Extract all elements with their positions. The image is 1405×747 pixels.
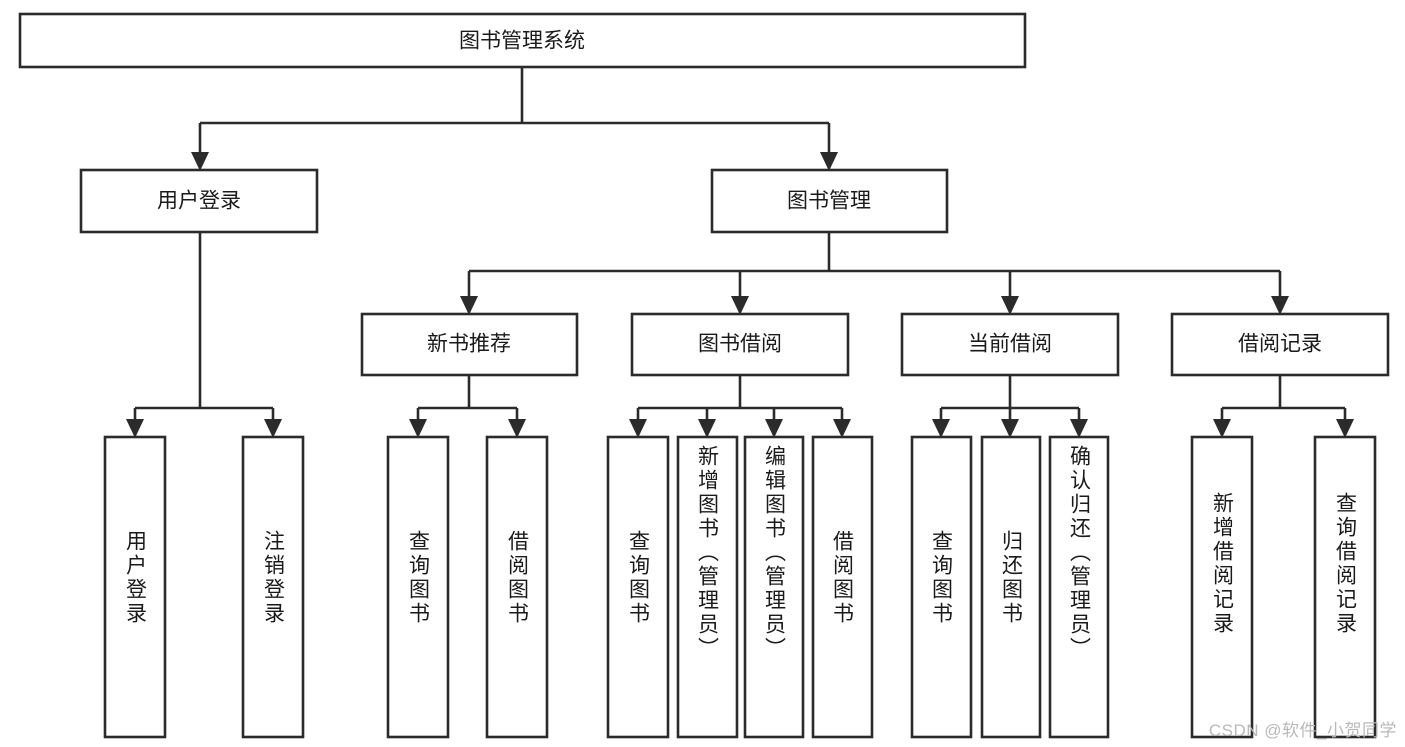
arrow-icon <box>932 419 950 438</box>
node-leaf-logout-label: 注销登录 <box>262 530 286 626</box>
node-borrow-record[interactable]: 借阅记录 <box>1170 312 1390 377</box>
node-book-borrow-label: 图书借阅 <box>698 333 782 356</box>
arrow-icon <box>409 419 427 438</box>
node-book-manage[interactable]: 图书管理 <box>710 168 949 234</box>
arrow-icon <box>1001 419 1019 438</box>
node-book-borrow-box[interactable] <box>630 312 850 377</box>
node-leaf-add-borrow-record-label: 新增借阅记录 <box>1211 492 1235 636</box>
arrow-icon <box>264 419 282 438</box>
node-leaf-add-borrow-record-box[interactable] <box>1190 435 1254 739</box>
node-leaf-return-book-label: 归还图书 <box>1000 530 1024 626</box>
csdn-watermark: CSDN @软件_小贺同学 <box>1208 721 1397 740</box>
node-leaf-query-borrow-record-box[interactable] <box>1313 435 1377 739</box>
arrow-icon <box>460 296 478 315</box>
node-leaf-return-book-box[interactable] <box>980 435 1042 739</box>
node-user-login[interactable]: 用户登录 <box>79 168 319 234</box>
node-current-borrow[interactable]: 当前借阅 <box>900 312 1120 377</box>
node-leaf-add-borrow-record[interactable]: 新增借阅记录 <box>1190 435 1254 739</box>
node-borrow-record-label: 借阅记录 <box>1238 333 1322 356</box>
connector-group-book-borrow <box>629 375 851 438</box>
node-leaf-borrow-book-2-label: 借阅图书 <box>831 530 855 626</box>
node-new-book-recommend-label: 新书推荐 <box>427 333 511 356</box>
connector-group-current-borrow <box>932 375 1088 438</box>
node-leaf-query-book-1[interactable]: 查询图书 <box>386 435 450 739</box>
arrow-icon <box>698 419 716 438</box>
node-leaf-query-book-3-box[interactable] <box>910 435 973 739</box>
node-user-login-label: 用户登录 <box>157 190 241 213</box>
arrow-icon <box>731 296 749 315</box>
node-leaf-add-book-admin-box[interactable] <box>676 435 739 739</box>
connector-group-book-manage <box>460 232 1289 315</box>
connector-group-user-login <box>126 232 282 438</box>
node-leaf-confirm-return-admin-label: 确认归还（管理员） <box>1068 445 1092 661</box>
arrow-icon <box>191 152 209 171</box>
node-new-book-recommend-box[interactable] <box>360 312 579 377</box>
arrow-icon <box>1213 419 1231 438</box>
arrow-icon <box>833 419 851 438</box>
node-book-manage-box[interactable] <box>710 168 949 234</box>
node-leaf-logout[interactable]: 注销登录 <box>241 435 305 739</box>
arrow-icon <box>820 152 838 171</box>
node-leaf-query-book-3[interactable]: 查询图书 <box>910 435 973 739</box>
node-leaf-edit-book-admin-label: 编辑图书（管理员） <box>763 445 787 661</box>
node-leaf-add-book-admin[interactable]: 新增图书（管理员） <box>676 435 739 739</box>
node-leaf-query-borrow-record[interactable]: 查询借阅记录 <box>1313 435 1377 739</box>
node-book-manage-label: 图书管理 <box>787 190 871 213</box>
node-leaf-borrow-book-2-box[interactable] <box>811 435 874 739</box>
node-leaf-user-login-box[interactable] <box>103 435 167 739</box>
node-leaf-logout-box[interactable] <box>241 435 305 739</box>
node-leaf-borrow-book-1-label: 借阅图书 <box>506 530 530 626</box>
node-leaf-confirm-return-admin-box[interactable] <box>1048 435 1110 739</box>
node-leaf-add-book-admin-label: 新增图书（管理员） <box>696 445 720 661</box>
node-root-box[interactable] <box>18 12 1027 69</box>
node-leaf-return-book[interactable]: 归还图书 <box>980 435 1042 739</box>
node-leaf-query-book-2-box[interactable] <box>606 435 670 739</box>
arrow-icon <box>1001 296 1019 315</box>
arrow-icon <box>629 419 647 438</box>
node-current-borrow-label: 当前借阅 <box>968 333 1052 356</box>
node-leaf-borrow-book-1[interactable]: 借阅图书 <box>485 435 549 739</box>
node-leaf-edit-book-admin-box[interactable] <box>743 435 805 739</box>
node-leaf-borrow-book-2[interactable]: 借阅图书 <box>811 435 874 739</box>
node-leaf-confirm-return-admin[interactable]: 确认归还（管理员） <box>1048 435 1110 739</box>
node-leaf-query-book-2[interactable]: 查询图书 <box>606 435 670 739</box>
node-leaf-edit-book-admin[interactable]: 编辑图书（管理员） <box>743 435 805 739</box>
arrow-icon <box>508 419 526 438</box>
node-leaf-user-login[interactable]: 用户登录 <box>103 435 167 739</box>
node-leaf-query-book-1-label: 查询图书 <box>407 530 431 626</box>
node-leaf-query-borrow-record-label: 查询借阅记录 <box>1334 492 1358 636</box>
node-new-book-recommend[interactable]: 新书推荐 <box>360 312 579 377</box>
arrow-icon <box>126 419 144 438</box>
connector-group-new-book-recommend <box>409 375 526 438</box>
connector-group-root <box>191 67 838 171</box>
node-root-label: 图书管理系统 <box>459 30 585 53</box>
node-leaf-borrow-book-1-box[interactable] <box>485 435 549 739</box>
node-leaf-query-book-2-label: 查询图书 <box>627 530 651 626</box>
arrow-icon <box>1336 419 1354 438</box>
node-current-borrow-box[interactable] <box>900 312 1120 377</box>
node-leaf-query-book-1-box[interactable] <box>386 435 450 739</box>
node-leaf-query-book-3-label: 查询图书 <box>930 530 954 626</box>
connector-group-borrow-record <box>1213 375 1354 438</box>
node-borrow-record-box[interactable] <box>1170 312 1390 377</box>
arrow-icon <box>1271 296 1289 315</box>
arrow-icon <box>765 419 783 438</box>
node-leaf-user-login-label: 用户登录 <box>124 530 148 626</box>
node-root[interactable]: 图书管理系统 <box>18 12 1027 69</box>
node-user-login-box[interactable] <box>79 168 319 234</box>
node-book-borrow[interactable]: 图书借阅 <box>630 312 850 377</box>
arrow-icon <box>1070 419 1088 438</box>
